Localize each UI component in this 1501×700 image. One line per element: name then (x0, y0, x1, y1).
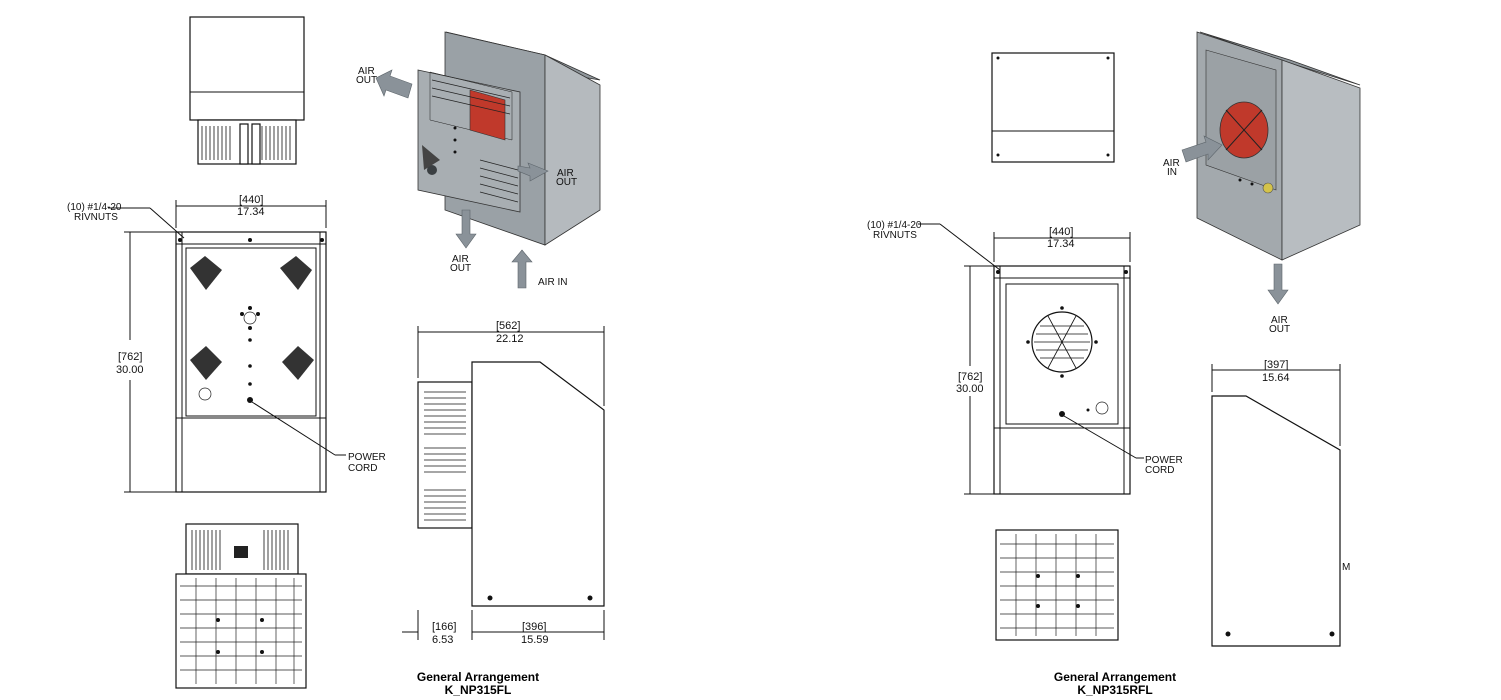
right-power-cord-leader (1063, 415, 1144, 459)
left-width-in: 17.34 (237, 206, 265, 218)
right-height-in: 30.00 (956, 383, 984, 395)
left-rivnuts-leader (108, 207, 185, 239)
right-caption-model: K_NP315RFL (1077, 683, 1152, 697)
left-air-arrows (375, 69, 549, 289)
right-front-view (993, 265, 1131, 495)
left-air-in-label: AIR IN (538, 277, 567, 288)
left-depth-in: 22.12 (496, 333, 524, 345)
right-top-view (991, 52, 1115, 163)
right-depth-dimension (1211, 364, 1341, 446)
right-width-mm: [440] (1049, 226, 1073, 238)
left-top-view (189, 16, 305, 165)
left-caption-model: K_NP315FL (445, 683, 512, 697)
right-power-cord-line1: POWER (1145, 455, 1183, 466)
left-flange-dimension (402, 610, 605, 640)
left-rivnuts-line2: RIVNUTS (74, 212, 118, 223)
right-bottom-view (995, 529, 1119, 641)
right-rivnuts-leader (918, 223, 1001, 271)
left-height-in: 30.00 (116, 364, 144, 376)
right-height-dimension (964, 265, 994, 495)
right-air-out-line1: AIR (1271, 315, 1288, 326)
right-iso-view (1196, 31, 1361, 261)
left-height-mm: [762] (118, 351, 142, 363)
right-power-cord-line2: CORD (1145, 465, 1174, 476)
left-air-out-top-line1: AIR (358, 66, 375, 77)
left-side-view (417, 361, 605, 607)
left-air-out-right-line2: OUT (556, 177, 577, 188)
left-flange-mm: [166] (432, 621, 456, 633)
left-depth-dimension (417, 326, 605, 406)
left-depth-mm: [562] (496, 320, 520, 332)
left-air-out-right-line1: AIR (557, 168, 574, 179)
left-air-out-bottom-line1: AIR (452, 254, 469, 265)
right-air-in-line2: IN (1167, 167, 1177, 178)
right-side-view (1211, 395, 1341, 647)
right-air-out-line2: OUT (1269, 324, 1290, 335)
right-depth-mm: [397] (1264, 359, 1288, 371)
left-height-dimension (124, 231, 176, 493)
left-front-view (175, 231, 327, 493)
left-power-cord-leader (251, 401, 346, 456)
left-body-mm: [396] (522, 621, 546, 633)
right-rivnuts-line2: RIVNUTS (873, 230, 917, 241)
right-air-arrows (1181, 135, 1289, 305)
left-rivnuts-line1: (10) #1/4-20 (67, 202, 122, 213)
left-bottom-view (175, 523, 307, 689)
right-depth-in: 15.64 (1262, 372, 1290, 384)
left-width-dimension (175, 200, 327, 228)
left-body-in: 15.59 (521, 634, 549, 646)
left-width-mm: [440] (239, 194, 263, 206)
right-air-in-line1: AIR (1163, 158, 1180, 169)
right-width-dimension (993, 232, 1131, 262)
right-edge-mark: M (1342, 562, 1350, 573)
right-width-in: 17.34 (1047, 238, 1075, 250)
left-iso-view (417, 31, 601, 246)
right-caption-title: General Arrangement (1054, 670, 1176, 684)
left-caption-title: General Arrangement (417, 670, 539, 684)
left-flange-in: 6.53 (432, 634, 453, 646)
right-rivnuts-line1: (10) #1/4-20 (867, 220, 922, 231)
left-power-cord-line1: POWER (348, 452, 386, 463)
left-air-out-bottom-line2: OUT (450, 263, 471, 274)
right-height-mm: [762] (958, 371, 982, 383)
left-air-out-top-line2: OUT (356, 75, 377, 86)
left-power-cord-line2: CORD (348, 463, 377, 474)
